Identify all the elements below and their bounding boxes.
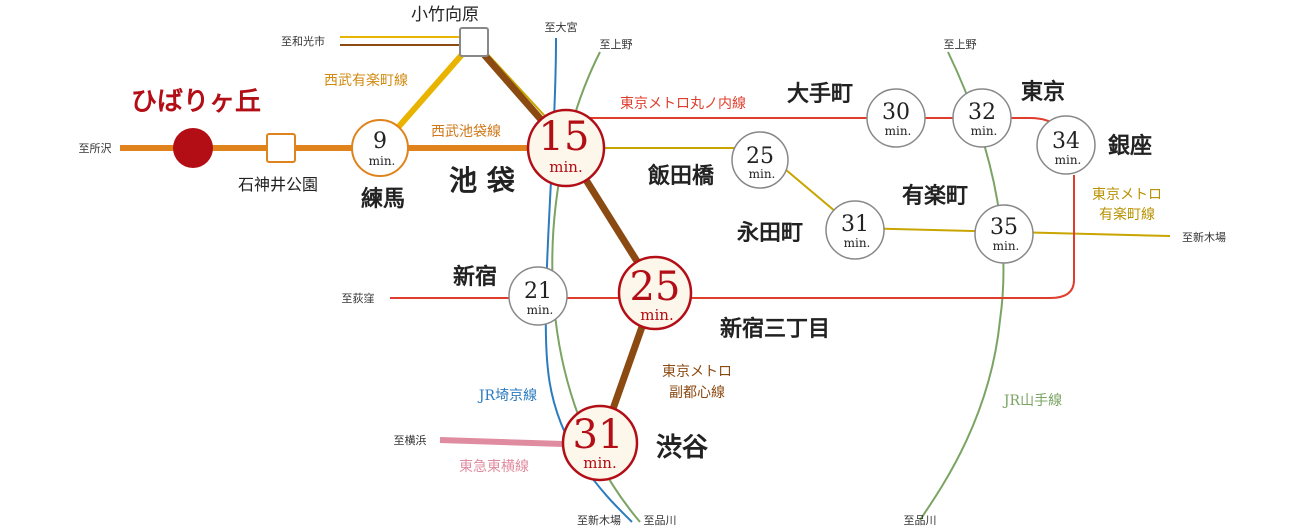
dir-wakoshi: 至和光市 — [281, 34, 325, 48]
hibarigaoka-label: ひばりヶ丘 — [131, 87, 261, 117]
seibu-yurakucho-label: 西武有楽町線 — [324, 73, 408, 89]
shinjuku-min: 21 — [524, 279, 552, 304]
kotake-label: 小竹向原 — [411, 5, 479, 25]
ginza-min: 34 — [1052, 129, 1080, 154]
dir-omiya: 至大宮 — [545, 20, 578, 34]
shinjuku3-marker — [617, 255, 693, 331]
otemachi-label: 大手町 — [787, 81, 853, 107]
dir-ogikubo: 至荻窪 — [342, 291, 375, 305]
yurakucho-metro-label-2: 有楽町線 — [1099, 207, 1155, 223]
ginza-marker — [1036, 115, 1096, 175]
shinjuku3-unit: min. — [640, 306, 673, 324]
dir-shinagawa-1: 至品川 — [644, 514, 677, 527]
hibarigaoka-marker — [173, 128, 213, 168]
yamanote-label: JR山手線 — [1002, 393, 1062, 409]
iidabashi-min: 25 — [746, 144, 774, 169]
ikebukuro-label: 池 袋 — [449, 164, 516, 197]
fukutoshin-label-2: 副都心線 — [669, 385, 725, 401]
ikebukuro-marker — [526, 108, 606, 188]
tokyo-unit: min. — [971, 124, 998, 138]
shibuya-label: 渋谷 — [656, 433, 709, 463]
nagatacho-min: 31 — [841, 212, 869, 237]
nagatacho-marker — [825, 200, 885, 260]
iidabashi-unit: min. — [749, 167, 776, 181]
ikebukuro-unit: min. — [549, 158, 582, 176]
tokyo-min: 32 — [968, 100, 996, 125]
dir-yokohama: 至横浜 — [394, 433, 427, 447]
shinjuku-label: 新宿 — [453, 264, 497, 290]
ikebukuro-min: 15 — [539, 114, 590, 160]
iidabashi-label: 飯田橋 — [647, 163, 715, 189]
iidabashi-marker — [731, 131, 789, 189]
nerima-unit: min. — [369, 154, 396, 168]
shinjuku3-label: 新宿三丁目 — [720, 316, 830, 342]
dir-tokorozawa: 至所沢 — [79, 141, 112, 155]
nerima-label: 練馬 — [361, 186, 405, 212]
shakujii-marker — [266, 133, 296, 163]
fukutoshin-label-1: 東京メトロ — [662, 364, 732, 380]
yurakucho-label: 有楽町 — [902, 183, 968, 209]
seibu-ikebukuro-label: 西武池袋線 — [431, 124, 501, 140]
ginza-unit: min. — [1055, 153, 1082, 167]
nerima-min: 9 — [373, 129, 387, 154]
dir-shinagawa-2: 至品川 — [904, 514, 937, 527]
tokyo-label: 東京 — [1021, 79, 1065, 105]
dir-ueno-2: 至上野 — [944, 38, 977, 51]
nerima-marker — [351, 119, 409, 177]
yurakucho-marker — [974, 204, 1034, 264]
shinjuku-unit: min. — [527, 303, 554, 317]
shibuya-marker — [561, 404, 639, 482]
shibuya-unit: min. — [583, 454, 616, 472]
marunouchi-label: 東京メトロ丸ノ内線 — [620, 96, 746, 112]
nagatacho-label: 永田町 — [737, 220, 803, 246]
yurakucho-unit: min. — [993, 239, 1020, 253]
shakujii-label: 石神井公園 — [238, 175, 318, 194]
dir-shinkiba-south: 至新木場 — [577, 513, 621, 527]
marunouchi-loop — [390, 175, 1075, 299]
saikyo-label: JR埼京線 — [477, 388, 537, 404]
otemachi-marker — [866, 88, 926, 148]
shibuya-min: 31 — [573, 412, 624, 458]
toyoko-label: 東急東横線 — [459, 459, 529, 475]
yurakucho-min: 35 — [990, 215, 1018, 240]
tokyo-marker — [952, 88, 1012, 148]
shinjuku3-min: 25 — [630, 264, 681, 310]
otemachi-min: 30 — [882, 100, 910, 125]
kotake-marker — [459, 27, 489, 57]
shinjuku-marker — [508, 266, 568, 326]
wakoshi-line-yurakucho — [340, 36, 473, 43]
dir-ueno-1: 至上野 — [600, 38, 633, 51]
dir-shinkiba-east: 至新木場 — [1182, 230, 1226, 244]
otemachi-unit: min. — [885, 124, 912, 138]
fukutoshin-line — [470, 39, 659, 442]
yurakucho-metro-label-1: 東京メトロ — [1092, 187, 1162, 203]
ginza-label: 銀座 — [1108, 133, 1152, 159]
nagatacho-unit: min. — [844, 236, 871, 250]
